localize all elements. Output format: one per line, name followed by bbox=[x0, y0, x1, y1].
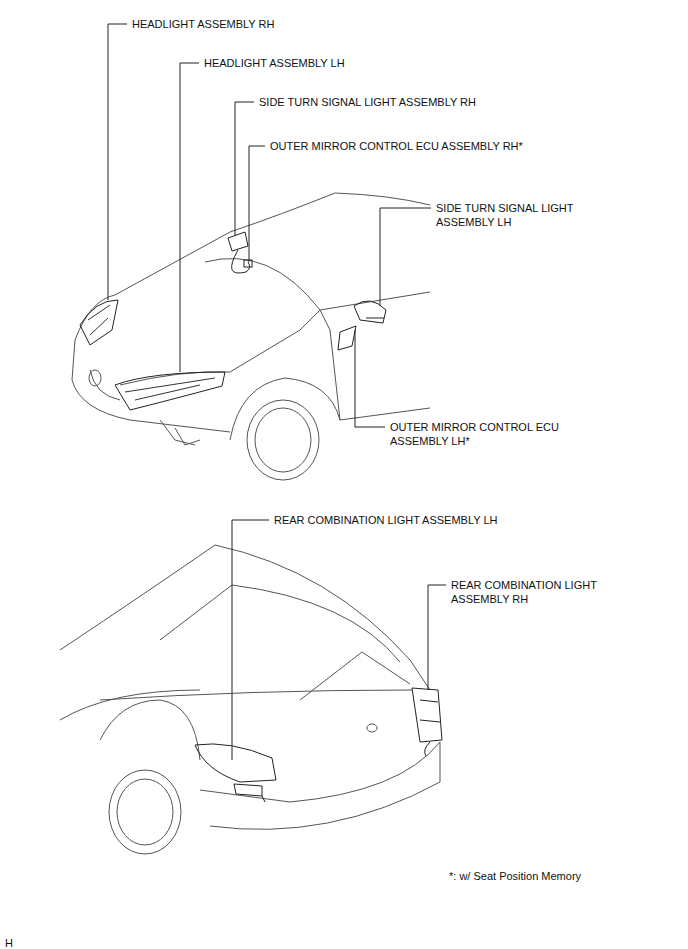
part-label: HEADLIGHT ASSEMBLY LH bbox=[203, 56, 346, 70]
figure-code: H bbox=[4, 936, 14, 949]
part-label: REAR COMBINATION LIGHT ASSEMBLY RH bbox=[450, 578, 626, 606]
footnote: *: w/ Seat Position Memory bbox=[448, 869, 582, 883]
part-label: REAR COMBINATION LIGHT ASSEMBLY LH bbox=[273, 513, 499, 527]
part-label: SIDE TURN SIGNAL LIGHT ASSEMBLY RH bbox=[258, 95, 477, 109]
part-label: OUTER MIRROR CONTROL ECU ASSEMBLY LH* bbox=[389, 420, 587, 448]
part-label: SIDE TURN SIGNAL LIGHT ASSEMBLY LH bbox=[435, 201, 605, 229]
part-label: HEADLIGHT ASSEMBLY RH bbox=[131, 17, 275, 31]
part-label: OUTER MIRROR CONTROL ECU ASSEMBLY RH* bbox=[269, 139, 524, 153]
